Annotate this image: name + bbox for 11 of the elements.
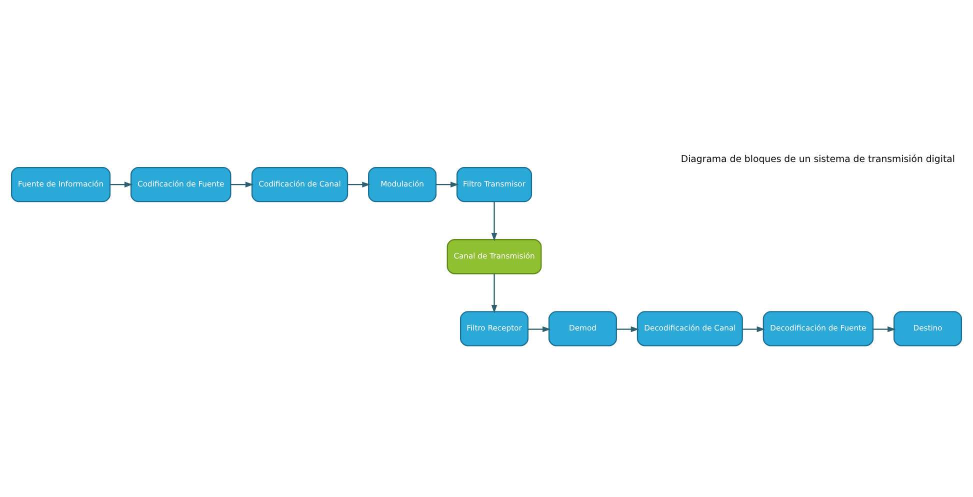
arrow xyxy=(110,181,133,187)
arrow xyxy=(436,181,459,187)
arrow xyxy=(491,273,498,313)
arrow xyxy=(230,181,254,187)
diagram-title: Diagrama de bloques de un sistema de transmisión digital xyxy=(680,154,955,165)
arrow xyxy=(491,201,498,241)
arrow xyxy=(528,326,551,332)
arrow xyxy=(616,326,640,332)
arrow xyxy=(348,181,370,187)
arrow xyxy=(742,326,766,332)
arrow xyxy=(872,326,896,332)
